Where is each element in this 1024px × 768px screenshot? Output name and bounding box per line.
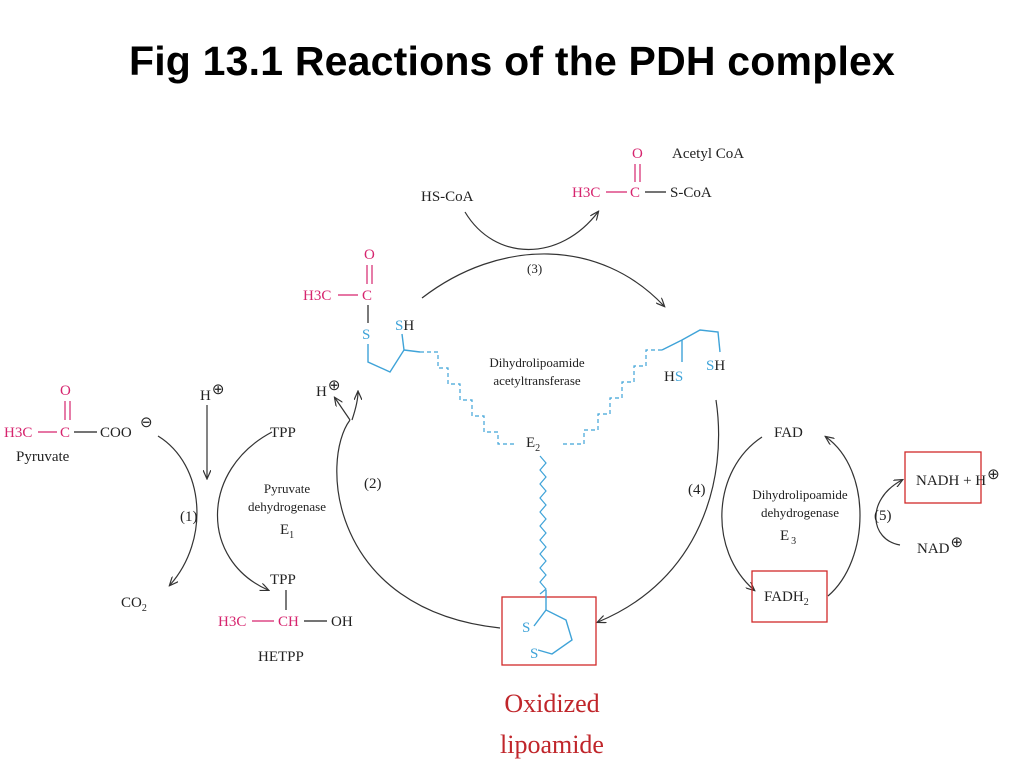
hetpp-h3c: H3C bbox=[218, 614, 246, 630]
step2-label: (2) bbox=[364, 476, 382, 492]
step1-label: (1) bbox=[180, 509, 198, 525]
e3-line1: Dihydrolipoamide bbox=[752, 487, 848, 502]
fadh2-oxidation-arc bbox=[826, 437, 861, 597]
hetpp-oh: OH bbox=[331, 614, 353, 630]
nad-label: NAD⊕ bbox=[917, 535, 963, 557]
page-title: Fig 13.1 Reactions of the PDH complex bbox=[128, 38, 896, 84]
oxidized-lipoamide-box bbox=[501, 596, 597, 666]
acetyl-lipoamide-structure: O H3C C S SH bbox=[303, 247, 421, 373]
dihydro-sh: SH bbox=[706, 358, 725, 374]
lipoyl-arm bbox=[539, 455, 547, 595]
co2-label: CO2 bbox=[121, 595, 147, 614]
nadh-label: NADH + H⊕ bbox=[916, 467, 1000, 489]
step5-label: (5) bbox=[874, 508, 892, 524]
minus-icon: ⊖ bbox=[140, 415, 153, 431]
pyruvate-o: O bbox=[60, 383, 71, 399]
e3-line2: dehydrogenase bbox=[761, 505, 839, 520]
hetpp-label: HETPP bbox=[258, 649, 304, 665]
hs-coa-label: HS-CoA bbox=[421, 189, 474, 205]
fadh2-label: FADH2 bbox=[764, 589, 809, 608]
acetyl-lipo-o: O bbox=[364, 247, 375, 263]
step5-arc bbox=[875, 480, 902, 546]
plus-icon: ⊕ bbox=[212, 382, 225, 398]
e2-scaffold-left bbox=[420, 351, 516, 445]
e2-line2: acetyltransferase bbox=[493, 373, 581, 388]
fadh2-highlight-box bbox=[751, 570, 828, 623]
step1-arc-right bbox=[216, 431, 273, 590]
nadh-highlight-box bbox=[904, 451, 982, 504]
e2-scaffold-right bbox=[560, 349, 662, 445]
acetyl-lipo-h3c: H3C bbox=[303, 288, 331, 304]
hplus-left: H⊕ bbox=[200, 382, 224, 404]
dihydro-hs: HS bbox=[664, 369, 683, 385]
pyruvate-label: Pyruvate bbox=[16, 449, 70, 465]
e1-line1: Pyruvate bbox=[264, 481, 310, 496]
tpp-top: TPP bbox=[270, 425, 296, 441]
step2-hplus-arrow bbox=[335, 398, 351, 421]
hplus-mid: H⊕ bbox=[316, 378, 340, 400]
oxidized-lipoamide-caption-line1: Oxidized bbox=[504, 689, 599, 718]
dihydrolipoamide-structure: HS SH bbox=[661, 329, 725, 385]
step2-arc bbox=[336, 419, 501, 629]
e1-line2: dehydrogenase bbox=[248, 499, 326, 514]
step4-arc bbox=[598, 399, 720, 622]
plus-icon: ⊕ bbox=[987, 467, 1000, 483]
plus-icon: ⊕ bbox=[951, 535, 964, 551]
step1-arc-left bbox=[157, 435, 198, 585]
ring-s2: S bbox=[530, 646, 538, 662]
e2-label: E2 bbox=[526, 435, 540, 454]
acetyl-coa-label: Acetyl CoA bbox=[672, 146, 744, 162]
step4-label: (4) bbox=[688, 482, 706, 498]
fad-label: FAD bbox=[774, 425, 803, 441]
ring-s1: S bbox=[522, 620, 530, 636]
tpp-bottom: TPP bbox=[270, 572, 296, 588]
acetyl-coa-h3c: H3C bbox=[572, 185, 600, 201]
step2-lipo-arrow bbox=[351, 392, 358, 421]
pyruvate-h3c: H3C bbox=[4, 425, 32, 441]
fad-reduction-arc bbox=[721, 436, 763, 590]
step3-label: (3) bbox=[527, 261, 542, 276]
pyruvate-coo: COO bbox=[100, 425, 132, 441]
step3-coa-arc bbox=[464, 212, 598, 251]
oxidized-lipoamide-caption-line2: lipoamide bbox=[500, 730, 604, 759]
acetyl-lipo-sh: SH bbox=[395, 318, 414, 334]
step3-main-arc bbox=[421, 253, 664, 306]
acetyl-lipo-s: S bbox=[362, 327, 370, 343]
dithiolane-ring: S S bbox=[522, 590, 573, 662]
pyruvate-structure: O H3C C COO ⊖ Pyruvate bbox=[4, 383, 153, 465]
acetyl-lipo-c: C bbox=[362, 288, 372, 304]
e2-line1: Dihydrolipoamide bbox=[489, 355, 585, 370]
hetpp-ch: CH bbox=[278, 614, 299, 630]
acetyl-coa-scoa: S-CoA bbox=[670, 185, 712, 201]
pyruvate-c: C bbox=[60, 425, 70, 441]
plus-icon: ⊕ bbox=[328, 378, 341, 394]
acetyl-coa-c: C bbox=[630, 185, 640, 201]
acetyl-coa-o: O bbox=[632, 146, 643, 162]
e1-label: E1 bbox=[280, 522, 294, 541]
acetyl-coa-structure: O Acetyl CoA H3C C S-CoA bbox=[572, 146, 744, 201]
hetpp-structure: H3C CH OH HETPP bbox=[218, 590, 353, 665]
